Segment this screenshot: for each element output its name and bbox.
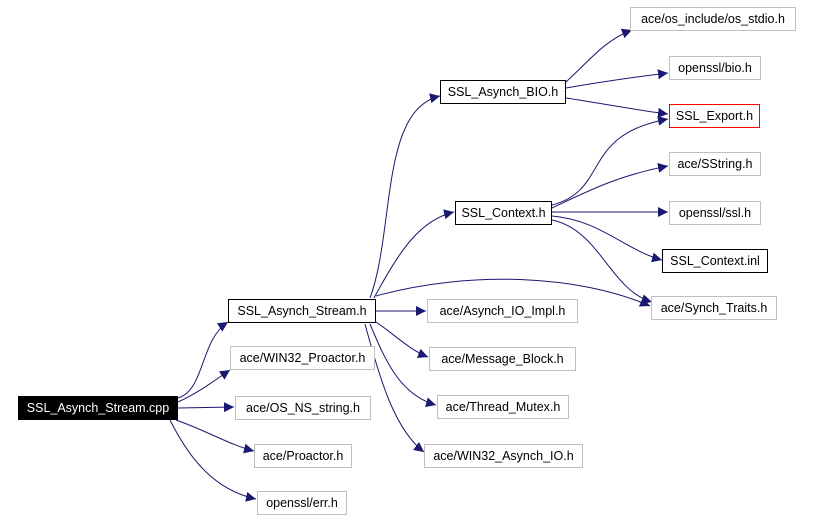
edge-bio-h-to-openssl-bio <box>565 69 669 89</box>
edge-stream-h-to-synch-traits <box>375 278 651 307</box>
edge-context-h-to-ssl-export <box>551 115 669 206</box>
edge-context-h-to-sstring <box>551 162 669 209</box>
node-ace-win32-proactor-h[interactable]: ace/WIN32_Proactor.h <box>230 346 375 370</box>
node-openssl-bio-h[interactable]: openssl/bio.h <box>669 56 761 80</box>
edge-cpp-to-proactor <box>175 419 255 454</box>
edge-context-h-to-context-inl <box>551 215 663 263</box>
edge-stream-h-to-win32-asynch-io <box>364 323 425 453</box>
node-ace-proactor-h[interactable]: ace/Proactor.h <box>254 444 352 468</box>
edge-stream-h-to-bio-h <box>369 93 441 299</box>
node-ssl-export-h[interactable]: SSL_Export.h <box>669 104 760 128</box>
node-ace-message-block-h[interactable]: ace/Message_Block.h <box>429 347 576 371</box>
node-ace-thread-mutex-h[interactable]: ace/Thread_Mutex.h <box>437 395 569 419</box>
edge-cpp-to-os-ns-string <box>177 402 235 413</box>
node-ssl-asynch-bio-h[interactable]: SSL_Asynch_BIO.h <box>440 80 566 104</box>
edge-cpp-to-openssl-err <box>169 419 257 502</box>
edge-cpp-to-stream-h <box>177 321 229 399</box>
node-ace-win32-asynch-io-h[interactable]: ace/WIN32_Asynch_IO.h <box>424 444 583 468</box>
node-ssl-context-h[interactable]: SSL_Context.h <box>455 201 552 225</box>
node-ssl-context-inl[interactable]: SSL_Context.inl <box>662 249 768 273</box>
edge-cpp-to-win32-proactor <box>177 369 231 403</box>
edge-stream-h-to-thread-mutex <box>369 323 437 408</box>
node-ace-os-include-os-stdio-h[interactable]: ace/os_include/os_stdio.h <box>630 7 796 31</box>
edge-stream-h-to-message-block <box>375 321 429 359</box>
edge-stream-h-to-context-h <box>373 209 455 299</box>
edge-bio-h-to-os-stdio <box>565 28 633 83</box>
node-openssl-err-h[interactable]: openssl/err.h <box>257 491 347 515</box>
node-ssl-asynch-stream-cpp[interactable]: SSL_Asynch_Stream.cpp <box>18 396 178 420</box>
edge-bio-h-to-ssl-export <box>565 97 669 118</box>
node-ace-os-ns-string-h[interactable]: ace/OS_NS_string.h <box>235 396 371 420</box>
node-openssl-ssl-h[interactable]: openssl/ssl.h <box>669 201 761 225</box>
node-ace-asynch-io-impl-h[interactable]: ace/Asynch_IO_Impl.h <box>427 299 578 323</box>
node-ace-sstring-h[interactable]: ace/SString.h <box>669 152 761 176</box>
node-ssl-asynch-stream-h[interactable]: SSL_Asynch_Stream.h <box>228 299 376 323</box>
edge-context-h-to-synch-traits <box>551 219 653 305</box>
node-ace-synch-traits-h[interactable]: ace/Synch_Traits.h <box>651 296 777 320</box>
